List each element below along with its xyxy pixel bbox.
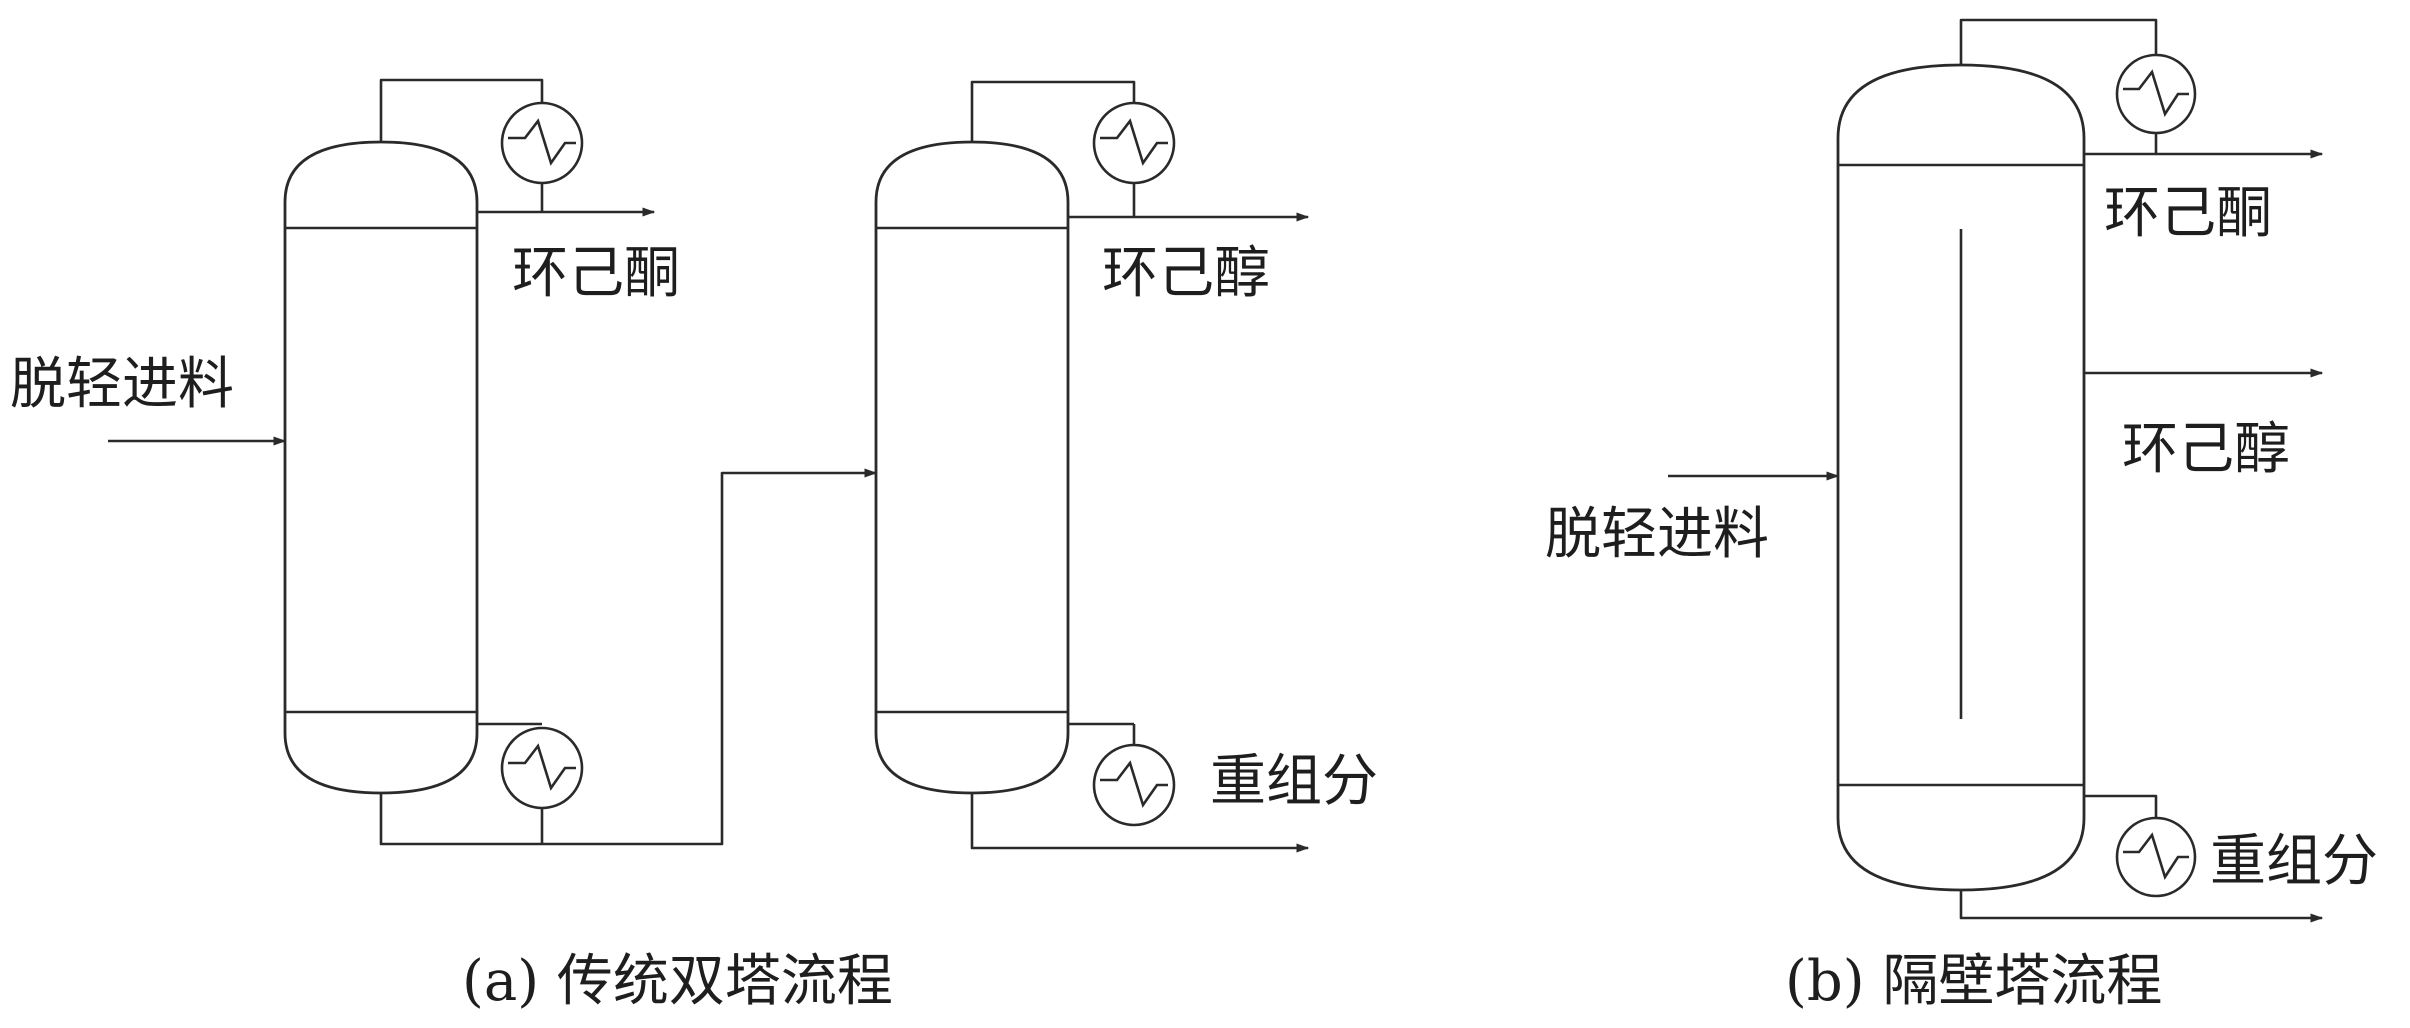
panel-b: 环己酮 环己醇 脱轻进料 重组分 (b) 隔壁塔流程: [1545, 18, 2378, 1014]
dwc-reboiler-loop-line: [2084, 794, 2158, 818]
dwc-overhead-line: [1959, 18, 2158, 65]
caption-a: (a) 传统双塔流程: [462, 949, 893, 1014]
b-feed-label: 脱轻进料: [1545, 502, 1769, 567]
dwc-bottoms-arrow: [1959, 890, 2324, 923]
b-top-product-label: 环己酮: [2104, 181, 2272, 246]
column-2-reboiler-zigzag-icon: [1100, 760, 1168, 808]
column-1-vessel: [283, 140, 479, 795]
column-2-overhead-line: [970, 80, 1136, 142]
b-bottom-product-label: 重组分: [2210, 829, 2378, 894]
column-1-reboiler-zigzag-icon: [508, 743, 576, 791]
column-2-condenser-zigzag-icon: [1100, 118, 1168, 166]
column-2-vessel: [874, 140, 1070, 795]
b-side-product-label: 环己醇: [2122, 417, 2290, 482]
column-2-bottoms-arrow: [970, 793, 1310, 853]
dwc-reboiler-zigzag-icon: [2123, 832, 2189, 881]
column-1-overhead-line: [379, 78, 544, 142]
a-column-1-top-product-label: 环己酮: [512, 241, 680, 306]
a-column-2-bottom-product-label: 重组分: [1210, 749, 1378, 814]
dwc-condenser-zigzag-icon: [2123, 69, 2189, 118]
column-1-bottoms-to-column-2-line: [379, 468, 878, 846]
a-column-2-top-product-label: 环己醇: [1102, 241, 1270, 306]
a-feed-label: 脱轻进料: [10, 352, 234, 417]
column-1-condenser-zigzag-icon: [508, 118, 576, 166]
dwc-reboiler-icon: [2115, 816, 2197, 898]
caption-b: (b) 隔壁塔流程: [1785, 949, 2162, 1014]
panel-a: 脱轻进料 环己酮 环己醇 重组分 (a) 传统双塔流程: [10, 78, 1378, 1014]
